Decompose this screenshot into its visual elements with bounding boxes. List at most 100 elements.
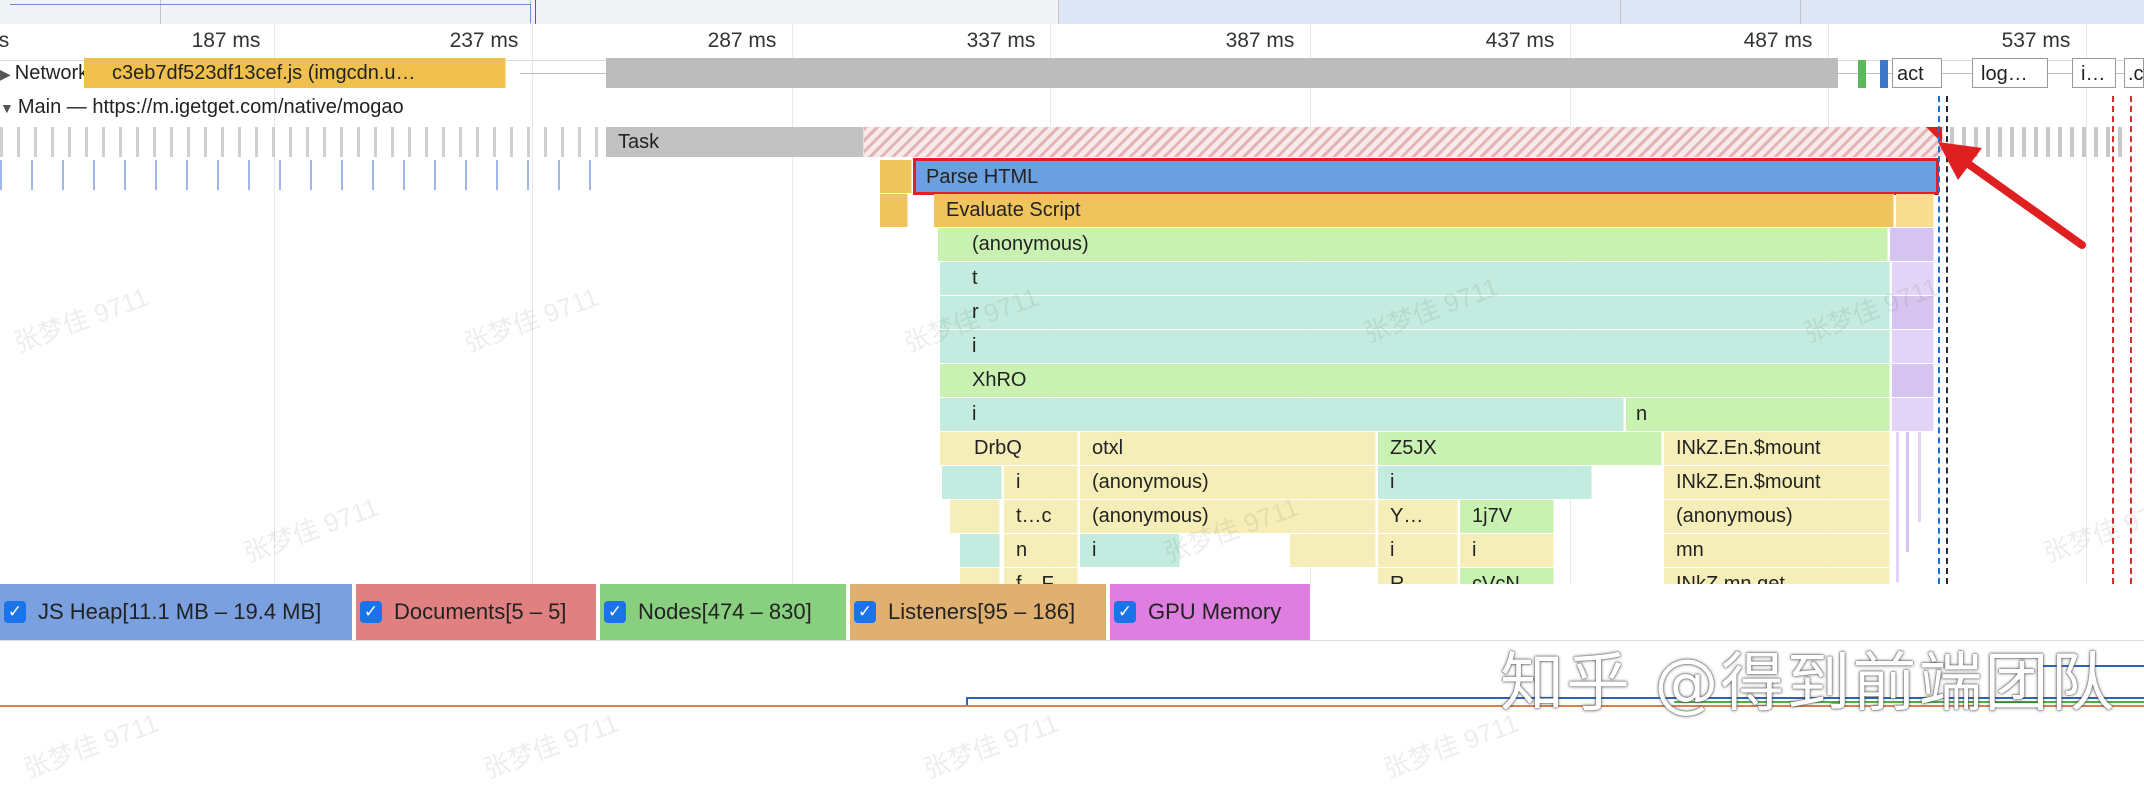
function-block[interactable] bbox=[1890, 228, 1934, 261]
function-block-get[interactable]: INkZ.mn.get bbox=[1664, 568, 1890, 584]
function-block[interactable] bbox=[1892, 262, 1934, 295]
legend-documents[interactable]: ✓ Documents[5 – 5] bbox=[356, 584, 596, 640]
function-label: INkZ.mn.get bbox=[1676, 573, 1785, 584]
network-request-i[interactable]: i… bbox=[2072, 58, 2116, 88]
legend-gpu-memory[interactable]: ✓ GPU Memory bbox=[1110, 584, 1310, 640]
checkbox-checked-icon[interactable]: ✓ bbox=[1114, 601, 1136, 623]
network-request-c[interactable]: .c bbox=[2124, 58, 2144, 88]
function-block-mount[interactable]: INkZ.En.$mount bbox=[1664, 432, 1890, 465]
checkbox-checked-icon[interactable]: ✓ bbox=[4, 601, 26, 623]
function-block-1j7v[interactable]: 1j7V bbox=[1460, 500, 1554, 533]
network-request-js[interactable]: c3eb7df523df13cef.js (imgcdn.u… bbox=[84, 58, 506, 88]
main-track-title: Main — https://m.igetget.com/native/moga… bbox=[17, 96, 404, 118]
network-request-label: i… bbox=[2081, 63, 2106, 85]
function-block-otxl[interactable]: otxl bbox=[1080, 432, 1376, 465]
legend-nodes[interactable]: ✓ Nodes[474 – 830] bbox=[600, 584, 846, 640]
anonymous-function-block[interactable]: (anonymous) bbox=[938, 228, 1888, 261]
network-request-small[interactable] bbox=[1858, 60, 1866, 88]
function-slivers bbox=[1896, 432, 1899, 582]
function-label: i bbox=[1016, 471, 1021, 493]
function-block-mn[interactable]: mn bbox=[1664, 534, 1890, 567]
function-label: i bbox=[1390, 539, 1395, 561]
function-block-r[interactable]: r bbox=[940, 296, 1890, 329]
function-block[interactable] bbox=[942, 466, 1002, 499]
parse-html-block[interactable]: Parse HTML bbox=[913, 158, 1939, 195]
function-block[interactable] bbox=[960, 568, 1000, 584]
anonymous-function-block[interactable]: (anonymous) bbox=[1080, 500, 1376, 533]
checkbox-checked-icon[interactable]: ✓ bbox=[854, 601, 876, 623]
function-block-xhro[interactable]: XhRO bbox=[940, 364, 1890, 397]
evaluate-script-label: Evaluate Script bbox=[946, 199, 1081, 221]
legend-label: GPU Memory bbox=[1148, 599, 1282, 624]
function-block-i[interactable]: i bbox=[1378, 534, 1458, 567]
script-block[interactable] bbox=[880, 160, 912, 193]
task-long-task-overlay[interactable] bbox=[864, 127, 1944, 157]
function-label: i bbox=[1472, 539, 1477, 561]
function-label: t bbox=[972, 267, 978, 289]
function-block-i[interactable]: i bbox=[940, 330, 1890, 363]
function-block-i[interactable]: i bbox=[1460, 534, 1554, 567]
expand-arrow-icon[interactable]: ▶ bbox=[0, 66, 11, 82]
watermark: 张梦佳 9711 bbox=[9, 281, 153, 359]
anonymous-function-block[interactable]: (anonymous) bbox=[1664, 500, 1890, 533]
function-block-y[interactable]: Y… bbox=[1378, 500, 1458, 533]
function-block-tc[interactable]: t…c bbox=[1004, 500, 1078, 533]
function-block[interactable] bbox=[960, 534, 1000, 567]
overview-grid bbox=[160, 0, 161, 24]
legend-label: Documents[5 – 5] bbox=[394, 599, 567, 624]
overview-grid bbox=[1800, 0, 1801, 24]
listeners-line bbox=[0, 705, 2144, 707]
legend-listeners[interactable]: ✓ Listeners[95 – 186] bbox=[850, 584, 1106, 640]
watermark: 张梦佳 9711 bbox=[239, 491, 383, 569]
overview-selection[interactable] bbox=[1058, 0, 2144, 24]
tick-label: 187 ms bbox=[191, 29, 261, 52]
function-block-t[interactable]: t bbox=[940, 262, 1890, 295]
main-track-header[interactable]: ▼Main — https://m.igetget.com/native/mog… bbox=[0, 96, 404, 119]
watermark: 张梦佳 9711 bbox=[459, 281, 603, 359]
function-label: i bbox=[972, 403, 977, 425]
anonymous-function-block[interactable]: (anonymous) bbox=[1080, 466, 1376, 499]
checkbox-checked-icon[interactable]: ✓ bbox=[604, 601, 626, 623]
legend-label: JS Heap[11.1 MB – 19.4 MB] bbox=[38, 599, 322, 624]
function-block[interactable] bbox=[1892, 296, 1934, 329]
tick-label: 237 ms bbox=[449, 29, 519, 52]
function-block-i[interactable]: i bbox=[940, 398, 1624, 431]
script-block[interactable] bbox=[880, 194, 908, 227]
function-block[interactable] bbox=[950, 500, 1000, 533]
function-block[interactable] bbox=[1892, 364, 1934, 397]
timeline-overview[interactable] bbox=[0, 0, 2144, 25]
function-block-i[interactable]: i bbox=[1080, 534, 1180, 567]
function-block-i[interactable]: i bbox=[1378, 466, 1592, 499]
function-label: DrbQ bbox=[974, 437, 1022, 459]
network-track-header[interactable]: ▶Network bbox=[0, 62, 88, 85]
evaluate-script-block[interactable]: Evaluate Script bbox=[934, 194, 1894, 227]
function-block[interactable] bbox=[1290, 534, 1376, 567]
collapse-arrow-icon[interactable]: ▼ bbox=[0, 100, 14, 116]
function-block-mount[interactable]: INkZ.En.$mount bbox=[1664, 466, 1890, 499]
function-block[interactable] bbox=[1892, 398, 1934, 431]
brand-watermark: 知乎 @得到前端团队 bbox=[1500, 647, 2117, 721]
function-block-n[interactable]: n bbox=[1004, 534, 1078, 567]
function-block-z5jx[interactable]: Z5JX bbox=[1378, 432, 1662, 465]
function-label: mn bbox=[1676, 539, 1704, 561]
task-block[interactable]: Task bbox=[606, 127, 864, 157]
network-track-title: Network bbox=[14, 62, 89, 84]
script-block[interactable] bbox=[1896, 194, 1934, 227]
legend-label: Listeners[95 – 186] bbox=[888, 599, 1076, 624]
function-block-cvcn[interactable]: cVcN bbox=[1460, 568, 1554, 584]
checkbox-checked-icon[interactable]: ✓ bbox=[360, 601, 382, 623]
function-block-f[interactable]: f…F bbox=[1004, 568, 1078, 584]
network-request-log[interactable]: log… bbox=[1972, 58, 2048, 88]
function-block-n[interactable]: n bbox=[1626, 398, 1890, 431]
counters-graph[interactable] bbox=[0, 640, 2144, 757]
function-label: XhRO bbox=[972, 369, 1027, 391]
function-block-i[interactable]: i bbox=[1004, 466, 1078, 499]
tick-label: 387 ms bbox=[1225, 29, 1295, 52]
function-block-drbq[interactable]: DrbQ bbox=[940, 432, 1078, 465]
legend-js-heap[interactable]: ✓ JS Heap[11.1 MB – 19.4 MB] bbox=[0, 584, 352, 640]
time-ruler[interactable]: s 187 ms 237 ms 287 ms 337 ms 387 ms 437… bbox=[0, 24, 2144, 61]
network-request-small[interactable] bbox=[1880, 60, 1888, 88]
network-request-act[interactable]: act bbox=[1892, 58, 1942, 88]
function-block-r[interactable]: R bbox=[1378, 568, 1458, 584]
function-block[interactable] bbox=[1892, 330, 1934, 363]
